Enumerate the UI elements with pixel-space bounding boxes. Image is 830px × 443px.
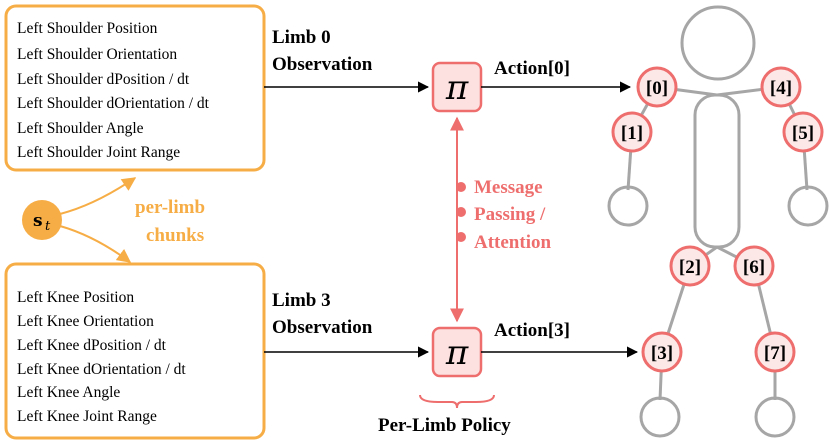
limb-3-observation-label: Observation <box>272 317 373 338</box>
obs-item: Left Shoulder dPosition / dt <box>17 71 190 88</box>
joint-label: [1] <box>621 123 643 144</box>
observation-box-limb-0: Left Shoulder Position Left Shoulder Ori… <box>4 4 266 172</box>
obs-item: Left Knee Orientation <box>17 313 154 330</box>
joint-label: [6] <box>743 257 765 278</box>
obs-item: Left Knee Angle <box>17 384 120 401</box>
policy-box-bottom: π <box>431 326 483 378</box>
obs-item: Left Knee Joint Range <box>17 408 157 425</box>
message-label-line2: Passing / <box>474 204 546 225</box>
limb-0-observation-label: Observation <box>272 54 373 75</box>
joint-4: [4] <box>760 66 802 108</box>
joint-label: [2] <box>679 257 701 278</box>
action-3-label: Action[3] <box>494 320 570 341</box>
skeleton-right-hand <box>787 185 829 227</box>
message-label-line3: Attention <box>474 232 551 253</box>
state-subscript: t <box>45 219 51 234</box>
policy-symbol: π <box>445 333 469 373</box>
joint-label: [4] <box>770 78 792 99</box>
obs-item: Left Knee dOrientation / dt <box>17 361 186 378</box>
policy-symbol: π <box>445 68 469 108</box>
joint-7: [7] <box>754 331 796 373</box>
joint-label: [7] <box>764 343 786 364</box>
skeleton-left-foot <box>639 396 681 438</box>
obs-item: Left Shoulder Orientation <box>17 46 177 63</box>
message-dot <box>456 182 466 192</box>
policy-caption: Per-Limb Policy <box>378 415 511 436</box>
limb-3-label: Limb 3 <box>272 290 331 311</box>
limb-0-label: Limb 0 <box>272 27 331 48</box>
policy-brace <box>419 394 495 409</box>
joint-3: [3] <box>641 331 683 373</box>
joint-6: [6] <box>733 245 775 287</box>
joint-5: [5] <box>782 111 824 153</box>
joint-0: [0] <box>636 66 678 108</box>
obs-item: Left Shoulder dOrientation / dt <box>17 95 210 112</box>
skeleton <box>607 5 829 438</box>
message-dot <box>456 232 466 242</box>
action-0-label: Action[0] <box>494 58 570 79</box>
joint-label: [0] <box>646 78 668 99</box>
obs-item: Left Shoulder Position <box>17 20 158 37</box>
joint-label: [5] <box>792 123 814 144</box>
state-node: s t <box>22 177 137 263</box>
obs-item: Left Knee Position <box>17 289 134 306</box>
policy-box-top: π <box>431 61 483 113</box>
state-symbol: s <box>33 211 43 231</box>
observation-box-limb-3: Left Knee Position Left Knee Orientation… <box>4 262 266 440</box>
joint-1: [1] <box>611 111 653 153</box>
obs-item: Left Shoulder Angle <box>17 120 144 137</box>
joint-label: [3] <box>651 343 673 364</box>
skeleton-torso <box>693 93 741 249</box>
skeleton-head <box>680 5 756 81</box>
chunks-label-line1: per-limb <box>135 197 205 218</box>
skeleton-right-foot <box>754 396 796 438</box>
message-dot <box>456 207 466 217</box>
chunks-label-line2: chunks <box>146 225 204 246</box>
obs-item: Left Knee dPosition / dt <box>17 337 167 354</box>
skeleton-left-hand <box>607 185 649 227</box>
message-label-line1: Message <box>474 177 543 198</box>
joint-2: [2] <box>669 245 711 287</box>
obs-item: Left Shoulder Joint Range <box>17 144 180 161</box>
